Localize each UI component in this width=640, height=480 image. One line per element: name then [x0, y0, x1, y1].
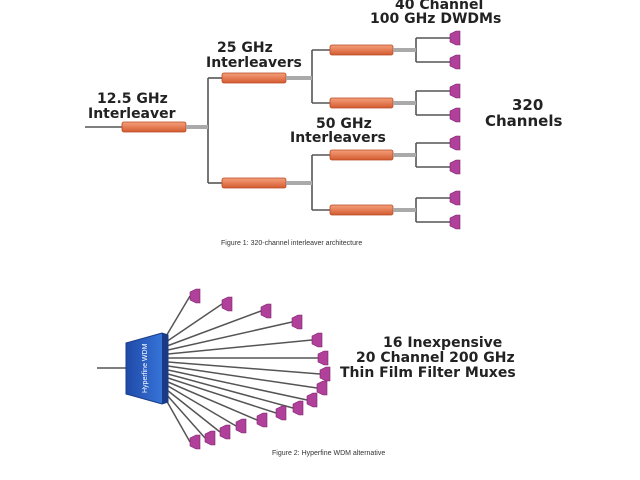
label-channels: Channels: [485, 112, 562, 130]
thin-film-mux-2: [221, 296, 233, 312]
label-dwdm-line1: 40 Channel: [395, 0, 483, 13]
thin-film-mux-13: [235, 418, 247, 434]
dwdm-5: [449, 135, 461, 151]
mux-fiber-16: [164, 397, 191, 443]
thin-film-muxes: [189, 288, 331, 450]
interleaver-25ghz-bottom: [221, 177, 312, 189]
hyperfine-wdm-box: Hyperfine WDM: [125, 332, 169, 405]
mux-fiber-15: [165, 393, 206, 439]
mux-fiber-9: [167, 369, 308, 401]
thin-film-mux-16: [189, 434, 201, 450]
mux-fiber-3: [166, 310, 262, 347]
interleaver-12-5ghz: [121, 121, 208, 133]
dwdm-4: [449, 107, 461, 123]
figure-1-caption: Figure 1: 320-channel interleaver archit…: [221, 240, 362, 247]
thin-film-mux-11: [275, 405, 287, 421]
hyperfine-wdm-label: Hyperfine WDM: [142, 343, 149, 393]
interleaver-50ghz-b: [329, 97, 416, 109]
mux-fiber-5: [167, 339, 313, 355]
label-20-channel: 20 Channel 200 GHz: [356, 350, 515, 366]
interleaver-50ghz-d: [329, 204, 416, 216]
interleavers: [121, 44, 416, 216]
thin-film-mux-3: [260, 303, 272, 319]
mux-fiber-4: [167, 321, 293, 351]
label-thin-film: Thin Film Filter Muxes: [340, 365, 516, 381]
interleaver-50ghz-a: [329, 44, 416, 56]
label-16-inexpensive: 16 Inexpensive: [383, 335, 502, 351]
thin-film-mux-9: [306, 392, 318, 408]
dwdm-1: [449, 30, 461, 46]
mux-fiber-14: [166, 389, 221, 433]
dwdm-8: [449, 214, 461, 230]
figure-2: Hyperfine WDM: [97, 288, 331, 450]
mux-fiber-11: [167, 377, 277, 414]
mux-fiber-7: [167, 361, 321, 375]
thin-film-mux-6: [317, 350, 329, 366]
thin-film-mux-7: [319, 366, 331, 382]
dwdm-connectors: [449, 30, 461, 230]
thin-film-mux-15: [204, 430, 216, 446]
figure-2-caption: Figure 2: Hyperfine WDM alternative: [272, 450, 385, 457]
dwdm-6: [449, 159, 461, 175]
thin-film-mux-1: [189, 288, 201, 304]
dwdm-2: [449, 54, 461, 70]
mux-fiber-12: [167, 381, 258, 421]
thin-film-mux-4: [291, 314, 303, 330]
thin-film-mux-5: [311, 332, 323, 348]
dwdm-7: [449, 190, 461, 206]
label-dwdm-line2: 100 GHz DWDMs: [370, 11, 501, 27]
mux-fiber-8: [167, 365, 318, 389]
fig2-fibers: [164, 295, 321, 443]
label-25ghz-line1: 25 GHz: [217, 40, 273, 56]
mux-fiber-10: [167, 373, 294, 409]
label-12-5ghz-line1: 12.5 GHz: [97, 91, 168, 107]
interleaver-25ghz-top: [221, 72, 312, 84]
mux-fiber-1: [164, 295, 191, 339]
mux-fiber-13: [167, 385, 237, 427]
label-320-count: 320: [512, 96, 543, 114]
label-12-5ghz-line2: Interleaver: [88, 106, 176, 122]
thin-film-mux-12: [256, 412, 268, 428]
thin-film-mux-14: [219, 424, 231, 440]
label-25ghz-line2: Interleavers: [206, 55, 302, 71]
thin-film-mux-10: [292, 400, 304, 416]
thin-film-mux-8: [316, 380, 328, 396]
label-50ghz-line2: Interleavers: [290, 130, 386, 146]
label-50ghz-line1: 50 GHz: [316, 116, 372, 132]
interleaver-50ghz-c: [329, 149, 416, 161]
dwdm-3: [449, 83, 461, 99]
mux-fiber-2: [165, 303, 223, 343]
